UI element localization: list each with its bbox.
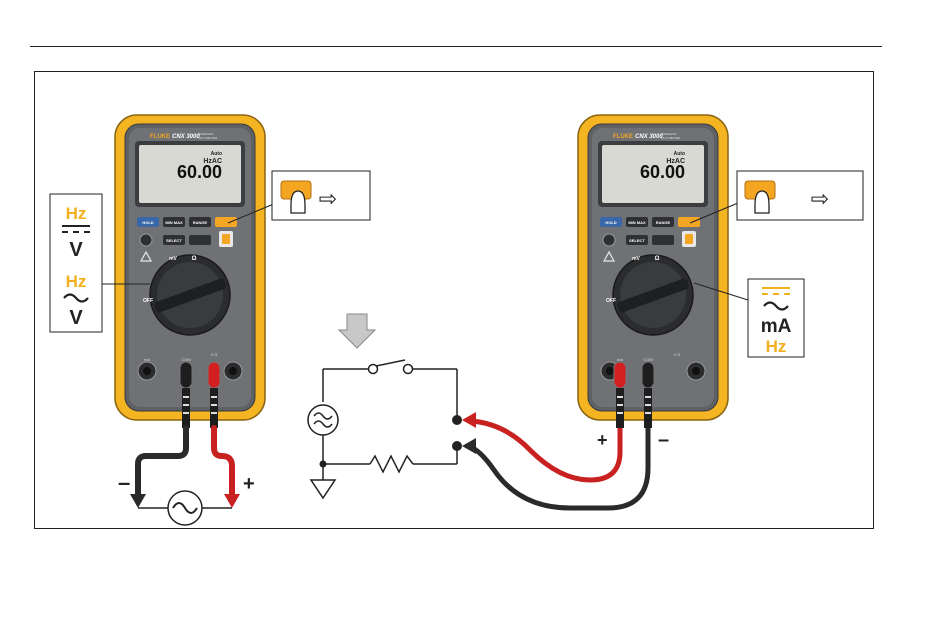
- right-dial-off: OFF: [606, 298, 616, 304]
- switch-contact-right: [404, 365, 413, 374]
- right-multimeter: FLUKE CNX 3000 WIRELESS MULTIMETER Auto …: [578, 115, 728, 428]
- left-test-circuit: – +: [118, 428, 255, 525]
- right-meter-subtitle-2: MULTIMETER: [661, 136, 681, 140]
- right-minus-sign: –: [658, 429, 669, 451]
- left-meter-model: CNX 3000: [172, 134, 200, 140]
- right-display-mode: Auto: [674, 151, 685, 157]
- right-plus-sign: +: [597, 430, 608, 450]
- right-finger-icon: [755, 191, 769, 213]
- right-leads: + –: [462, 412, 669, 508]
- left-minmax-button[interactable]: MIN MAX: [165, 220, 183, 225]
- terminal-top: [452, 415, 462, 425]
- right-jack-v-label: V Ω: [674, 352, 681, 357]
- left-red-lead-tip: [224, 494, 240, 508]
- right-press-arrow-icon: ⇨: [811, 186, 829, 211]
- right-jack-ma-label: mA: [617, 357, 623, 362]
- left-hold-button[interactable]: HOLD: [142, 220, 153, 225]
- ground-icon: [311, 480, 335, 498]
- right-callout-hz: Hz: [766, 337, 787, 356]
- left-callout-v-dc: V: [69, 239, 83, 261]
- left-minus-sign: –: [118, 470, 130, 495]
- left-plus-sign: +: [243, 473, 255, 495]
- right-dial-mv: mV: [632, 256, 640, 262]
- right-hold-button[interactable]: HOLD: [605, 220, 616, 225]
- left-dial-mv: mV: [169, 256, 177, 262]
- center-ac-source-icon: [308, 405, 338, 435]
- left-dial-off: OFF: [143, 298, 153, 304]
- left-select-button[interactable]: SELECT: [166, 238, 182, 243]
- left-range-button[interactable]: RANGE: [193, 220, 208, 225]
- left-press-arrow-icon: ⇨: [319, 186, 337, 211]
- right-range-button[interactable]: RANGE: [656, 220, 671, 225]
- left-display-value: 60.00: [177, 162, 222, 182]
- right-meter-model: CNX 3000: [635, 134, 663, 140]
- switch-blade: [376, 360, 405, 366]
- center-circuit: [308, 314, 462, 498]
- left-jack-v-label: V Ω: [211, 352, 218, 357]
- left-dial-ohm: Ω: [192, 256, 197, 262]
- right-jack-com-label: COM: [643, 357, 652, 362]
- right-display-value: 60.00: [640, 162, 685, 182]
- right-minmax-button[interactable]: MIN MAX: [628, 220, 646, 225]
- left-meter-brand: FLUKE: [150, 134, 170, 140]
- resistor-icon: [370, 456, 413, 472]
- right-meter-brand: FLUKE: [613, 134, 633, 140]
- left-finger-icon: [291, 191, 305, 213]
- left-multimeter: FLUKE CNX 3000 WIRELESS MULTIMETER Auto …: [115, 115, 265, 428]
- left-jack-ma-label: mA: [144, 357, 150, 362]
- left-callout-hz-2: Hz: [66, 272, 87, 291]
- left-callout-v-ac: V: [69, 307, 83, 329]
- down-arrow-icon: [339, 314, 375, 348]
- left-display-mode: Auto: [211, 151, 222, 157]
- left-black-lead-tip: [130, 494, 146, 508]
- left-jack-com-label: COM: [181, 357, 190, 362]
- right-select-button[interactable]: SELECT: [629, 238, 645, 243]
- terminal-bottom: [452, 441, 462, 451]
- left-meter-subtitle-2: MULTIMETER: [198, 136, 218, 140]
- right-callout-ma: mA: [761, 316, 792, 337]
- right-dial-ohm: Ω: [655, 256, 660, 262]
- left-callout-hz-1: Hz: [66, 204, 87, 223]
